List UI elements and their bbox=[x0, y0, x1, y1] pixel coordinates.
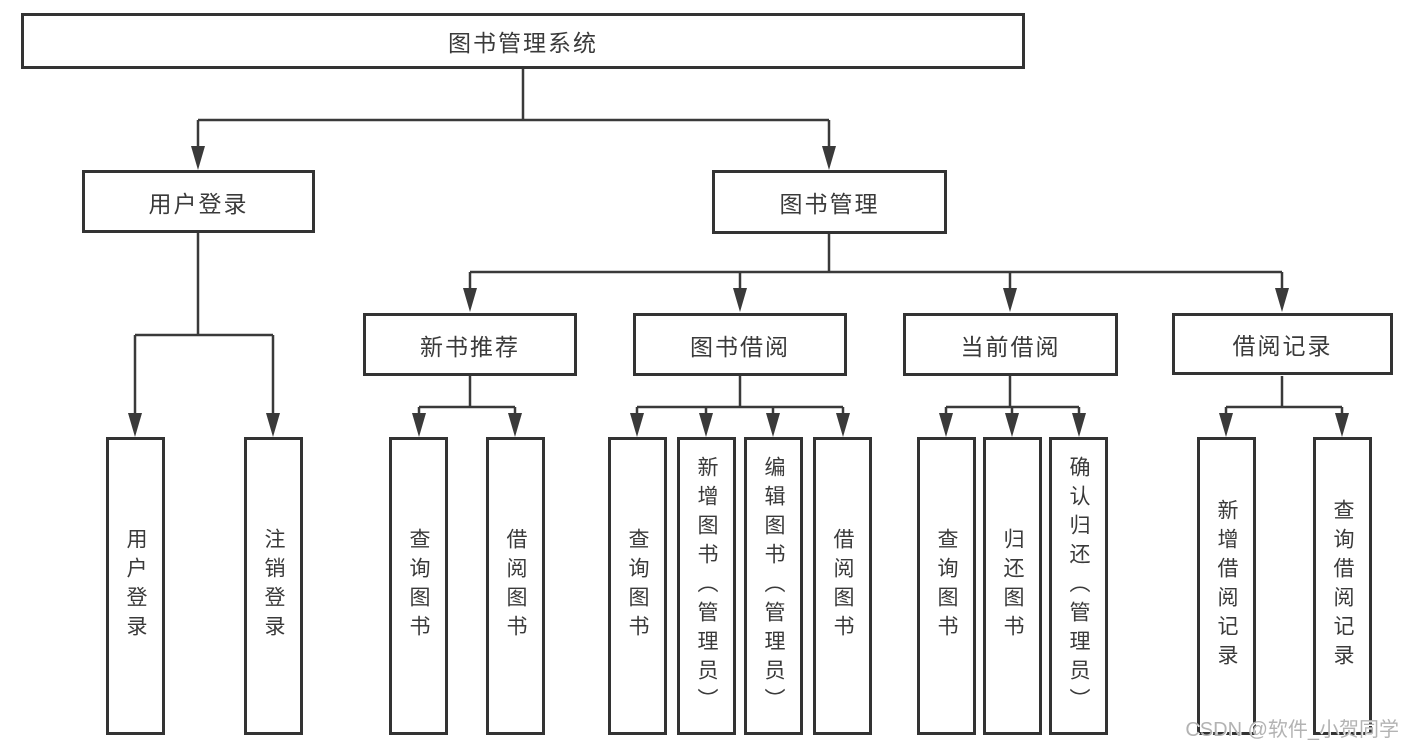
node-current-borrow: 当前借阅 bbox=[903, 313, 1118, 376]
node-borrow-records: 借阅记录 bbox=[1172, 313, 1393, 375]
leaf-return-book: 归还图书 bbox=[983, 437, 1042, 735]
leaf-label: 查询借阅记录 bbox=[1331, 499, 1354, 673]
node-user-login: 用户登录 bbox=[82, 170, 315, 233]
leaf-query-book-2: 查询图书 bbox=[608, 437, 667, 735]
node-new-book-recommend: 新书推荐 bbox=[363, 313, 577, 376]
leaf-label: 查询图书 bbox=[935, 528, 958, 644]
node-label: 图书管理 bbox=[779, 191, 880, 217]
leaf-borrow-book-2: 借阅图书 bbox=[813, 437, 872, 735]
leaf-label: 查询图书 bbox=[626, 528, 649, 644]
leaf-logout: 注销登录 bbox=[244, 437, 303, 735]
leaf-label: 编辑图书（管理员） bbox=[762, 455, 785, 717]
node-book-borrow: 图书借阅 bbox=[633, 313, 847, 376]
leaf-query-book-1: 查询图书 bbox=[389, 437, 448, 735]
leaf-label: 新增图书（管理员） bbox=[695, 455, 718, 717]
connector-newbook-to-leaves bbox=[417, 376, 517, 418]
leaf-add-borrow-record: 新增借阅记录 bbox=[1197, 437, 1256, 735]
node-label: 图书管理系统 bbox=[448, 30, 598, 56]
node-label: 图书借阅 bbox=[690, 333, 790, 360]
leaf-label: 借阅图书 bbox=[831, 528, 854, 644]
connector-mgmt-to-level3 bbox=[468, 234, 1284, 292]
connector-login-to-leaves bbox=[133, 233, 275, 418]
connector-current-to-leaves bbox=[944, 376, 1081, 418]
leaf-label: 新增借阅记录 bbox=[1215, 499, 1238, 673]
leaf-edit-book-admin: 编辑图书（管理员） bbox=[744, 437, 803, 735]
leaf-user-login: 用户登录 bbox=[106, 437, 165, 735]
leaf-query-book-3: 查询图书 bbox=[917, 437, 976, 735]
node-book-management: 图书管理 bbox=[712, 170, 947, 234]
connector-records-to-leaves bbox=[1224, 376, 1344, 418]
leaf-label: 借阅图书 bbox=[504, 528, 527, 644]
leaf-label: 归还图书 bbox=[1001, 528, 1024, 644]
leaf-borrow-book-1: 借阅图书 bbox=[486, 437, 545, 735]
node-label: 借阅记录 bbox=[1232, 333, 1333, 359]
watermark: CSDN @软件_小贺同学 bbox=[1185, 719, 1399, 741]
leaf-label: 确认归还（管理员） bbox=[1067, 455, 1090, 717]
connector-borrow-to-leaves bbox=[635, 376, 845, 418]
arrowheads bbox=[128, 146, 1349, 437]
node-label: 新书推荐 bbox=[420, 333, 520, 360]
leaf-confirm-return-admin: 确认归还（管理员） bbox=[1049, 437, 1108, 735]
connector-root-to-level2 bbox=[196, 69, 831, 152]
leaf-label: 注销登录 bbox=[262, 528, 285, 644]
leaf-label: 用户登录 bbox=[124, 528, 147, 644]
leaf-label: 查询图书 bbox=[407, 528, 430, 644]
node-label: 当前借阅 bbox=[960, 333, 1061, 360]
node-label: 用户登录 bbox=[148, 190, 249, 217]
leaf-add-book-admin: 新增图书（管理员） bbox=[677, 437, 736, 735]
leaf-query-borrow-record: 查询借阅记录 bbox=[1313, 437, 1372, 735]
node-library-system: 图书管理系统 bbox=[21, 13, 1025, 69]
